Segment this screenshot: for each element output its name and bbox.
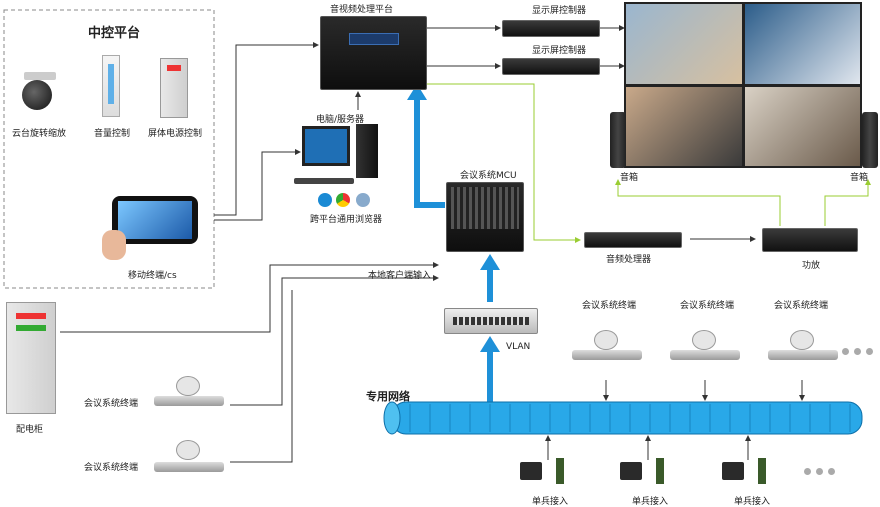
soldier-kit-1-icon [520, 462, 542, 480]
more-dot-icon [804, 468, 811, 475]
more-dot-icon [866, 348, 873, 355]
right-terminal-3-codec-icon [768, 350, 838, 360]
amplifier-icon [762, 228, 858, 252]
more-dot-icon [854, 348, 861, 355]
local-input-label: 本地客户端输入 [368, 271, 432, 281]
speaker-left-label: 音箱 [620, 173, 639, 183]
mcu-rack-icon [446, 182, 524, 252]
server-tower-icon [356, 124, 378, 178]
left-terminal-1-label: 会议系统终端 [84, 399, 139, 409]
av-platform-label: 音视频处理平台 [330, 5, 394, 15]
safari-browser-icon [356, 193, 370, 207]
display-controller-1-label: 显示屏控制器 [532, 6, 587, 16]
amplifier-label: 功放 [802, 261, 821, 271]
volume-control-icon [102, 55, 120, 117]
audio-processor-label: 音频处理器 [606, 255, 652, 265]
mcu-label: 会议系统MCU [460, 171, 517, 181]
speaker-right-icon [862, 112, 878, 168]
left-terminal-2-camera-icon [176, 440, 200, 460]
right-terminal-1-codec-icon [572, 350, 642, 360]
more-dot-icon [816, 468, 823, 475]
speaker-left-icon [610, 112, 626, 168]
av-platform-rack-icon [320, 16, 427, 90]
vlan-label: VLAN [506, 342, 531, 352]
left-terminal-2-label: 会议系统终端 [84, 463, 139, 473]
left-terminal-2-codec-icon [154, 462, 224, 472]
soldier-kit-3-icon [722, 462, 744, 480]
volume-label: 音量控制 [94, 129, 131, 139]
mobile-terminal-label: 移动终端/cs [128, 271, 177, 281]
left-terminal-1-codec-icon [154, 396, 224, 406]
right-terminal-1-label: 会议系统终端 [582, 301, 637, 311]
keyboard-icon [294, 178, 354, 184]
private-network-label: 专用网络 [366, 390, 410, 403]
ie-browser-icon [318, 193, 332, 207]
control-platform-title: 中控平台 [88, 26, 141, 41]
soldier-access-1-label: 单兵接入 [532, 497, 569, 507]
display-controller-2-icon [502, 58, 600, 75]
browser-label: 跨平台通用浏览器 [310, 215, 383, 225]
distribution-cabinet-icon [6, 302, 56, 414]
display-controller-2-label: 显示屏控制器 [532, 46, 587, 56]
more-dot-icon [842, 348, 849, 355]
video-wall-icon [624, 2, 862, 168]
right-terminal-2-camera-icon [692, 330, 716, 350]
monitor-icon [302, 126, 350, 166]
pc-label: 电脑/服务器 [316, 115, 365, 125]
ptz-label: 云台旋转缩放 [12, 129, 67, 139]
power-control-label: 屏体电源控制 [148, 129, 203, 139]
speaker-right-label: 音箱 [850, 173, 869, 183]
tablet-icon [112, 196, 198, 244]
soldier-access-2-label: 单兵接入 [632, 497, 669, 507]
display-controller-1-icon [502, 20, 600, 37]
right-terminal-2-codec-icon [670, 350, 740, 360]
audio-processor-icon [584, 232, 682, 248]
right-terminal-3-label: 会议系统终端 [774, 301, 829, 311]
right-terminal-2-label: 会议系统终端 [680, 301, 735, 311]
left-terminal-1-camera-icon [176, 376, 200, 396]
soldier-2-icon [656, 458, 664, 484]
soldier-access-3-label: 单兵接入 [734, 497, 771, 507]
hand-icon [102, 230, 126, 260]
right-terminal-3-camera-icon [790, 330, 814, 350]
soldier-3-icon [758, 458, 766, 484]
more-dot-icon [828, 468, 835, 475]
distribution-cabinet-label: 配电柜 [16, 425, 44, 435]
power-cabinet-icon [160, 58, 188, 118]
ptz-camera-icon [18, 72, 58, 114]
vlan-switch-icon [444, 308, 538, 334]
soldier-kit-2-icon [620, 462, 642, 480]
chrome-browser-icon [336, 193, 350, 207]
right-terminal-1-camera-icon [594, 330, 618, 350]
soldier-1-icon [556, 458, 564, 484]
